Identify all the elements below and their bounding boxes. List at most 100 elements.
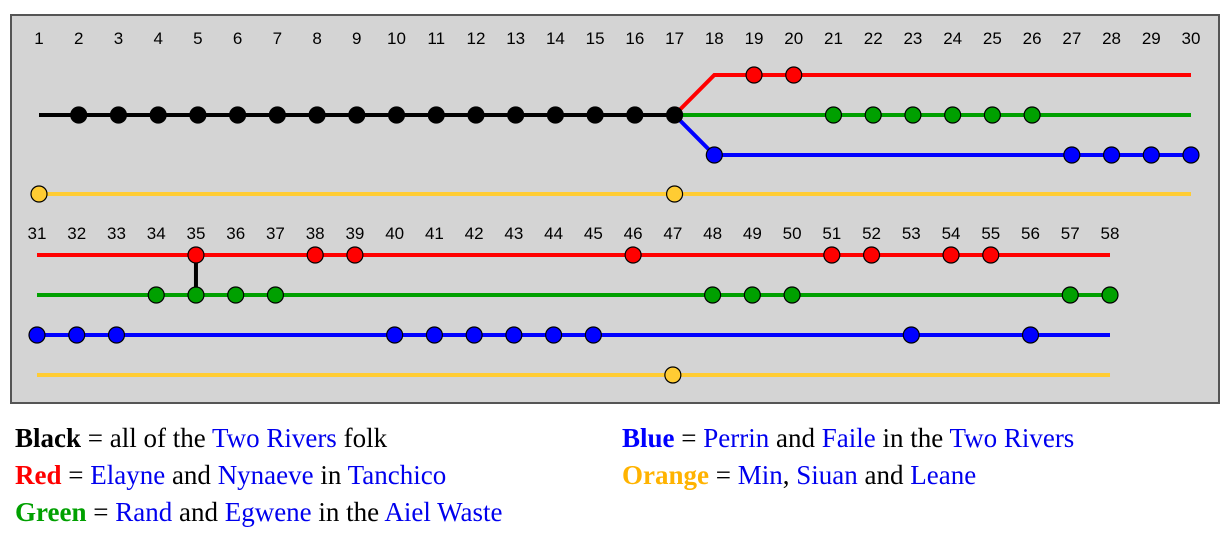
blue-node (107, 326, 126, 344)
tick-label-row2: 38 (306, 224, 325, 243)
legend-text: = (674, 423, 704, 453)
red-node (745, 66, 763, 84)
legend-link[interactable]: Aiel Waste (384, 497, 503, 527)
tick-label-row1: 16 (625, 29, 644, 48)
tick-label-row2: 36 (226, 224, 245, 243)
tick-label-row2: 44 (544, 224, 563, 243)
green-node (824, 106, 843, 124)
legend-link[interactable]: Two Rivers (211, 423, 337, 453)
tick-label-row2: 32 (67, 224, 86, 243)
black-node (665, 106, 684, 124)
tick-label-row1: 21 (824, 29, 843, 48)
green-node (703, 286, 722, 304)
legend-text: , (782, 460, 797, 490)
legend-link[interactable]: Elayne (90, 460, 166, 490)
red-node (785, 66, 803, 84)
legend-column-left: Black = all of the Two Rivers folk Red =… (15, 420, 502, 531)
tick-label-row1: 10 (387, 29, 406, 48)
legend-link[interactable]: Leane (910, 460, 977, 490)
black-node (546, 106, 565, 124)
tick-label-row1: 4 (153, 29, 162, 48)
blue-node (902, 326, 920, 344)
green-node (983, 106, 1001, 124)
blue-node (386, 326, 404, 344)
tick-label-row1: 12 (467, 29, 486, 48)
tick-label-row1: 18 (705, 29, 724, 48)
legend-link[interactable]: Siuan (796, 460, 858, 490)
tick-label-row2: 34 (147, 224, 166, 243)
tick-label-row2: 45 (584, 224, 603, 243)
legend-text: and (165, 460, 218, 490)
legend-text: in (313, 460, 348, 490)
tick-label-row2: 53 (902, 224, 921, 243)
legend-green-key: Green (15, 497, 87, 527)
legend-link[interactable]: Faile (821, 423, 876, 453)
tick-label-row1: 20 (784, 29, 803, 48)
blue-node (545, 326, 563, 344)
tick-label-row2: 37 (266, 224, 285, 243)
tick-label-row1: 1 (34, 29, 43, 48)
tick-label-row1: 23 (903, 29, 922, 48)
legend-black: Black = all of the Two Rivers folk (15, 420, 502, 457)
red-node (942, 246, 960, 264)
tick-label-row2: 35 (187, 224, 206, 243)
black-node (507, 106, 525, 124)
tick-label-row1: 14 (546, 29, 565, 48)
tick-label-row2: 54 (942, 224, 961, 243)
blue-node (465, 326, 483, 344)
black-node (149, 106, 167, 124)
tick-label-row2: 40 (385, 224, 404, 243)
legend-orange-key: Orange (622, 460, 709, 490)
legend-text: = (86, 497, 116, 527)
tick-label-row1: 28 (1102, 29, 1121, 48)
legend-link[interactable]: Min (737, 460, 783, 490)
green-node (743, 286, 761, 304)
tick-label-row2: 39 (345, 224, 364, 243)
tick-label-row1: 15 (586, 29, 605, 48)
legend: Black = all of the Two Rivers folk Red =… (0, 420, 1232, 536)
tick-label-row1: 2 (74, 29, 83, 48)
blue-node (505, 326, 523, 344)
black-node (348, 106, 366, 124)
orange-node (665, 185, 684, 203)
legend-link[interactable]: Egwene (224, 497, 312, 527)
blue-node (1102, 146, 1121, 164)
legend-blue: Blue = Perrin and Faile in the Two River… (622, 420, 1074, 457)
red-node (346, 246, 364, 264)
legend-orange: Orange = Min, Siuan and Leane (622, 457, 1074, 494)
legend-text: in the (311, 497, 385, 527)
tick-label-row1: 26 (1023, 29, 1042, 48)
legend-red-key: Red (15, 460, 62, 490)
legend-link[interactable]: Nynaeve (217, 460, 314, 490)
red-line (673, 73, 1191, 117)
tick-label-row2: 47 (663, 224, 682, 243)
orange-node (30, 185, 48, 203)
black-node (229, 106, 247, 124)
blue-node (1021, 326, 1040, 344)
green-node (944, 106, 962, 124)
green-node (187, 286, 205, 304)
tick-label-row2: 49 (743, 224, 762, 243)
tick-label-row2: 52 (862, 224, 881, 243)
tick-label-row1: 13 (506, 29, 525, 48)
black-node (189, 106, 207, 124)
black-node (427, 106, 445, 124)
tick-label-row2: 41 (425, 224, 444, 243)
legend-link[interactable]: Rand (115, 497, 173, 527)
legend-link[interactable]: Tanchico (347, 460, 447, 490)
legend-text: and (172, 497, 225, 527)
black-node (109, 106, 128, 124)
legend-text: = (709, 460, 738, 490)
tick-label-row1: 8 (312, 29, 321, 48)
tick-label-row2: 43 (504, 224, 523, 243)
tick-label-row2: 56 (1021, 224, 1040, 243)
black-node (387, 106, 406, 124)
tick-label-row1: 17 (665, 29, 684, 48)
legend-link[interactable]: Two Rivers (949, 423, 1075, 453)
tick-label-row1: 30 (1182, 29, 1201, 48)
legend-text: = all of the (81, 423, 212, 453)
tick-label-row2: 42 (465, 224, 484, 243)
legend-link[interactable]: Perrin (703, 423, 770, 453)
